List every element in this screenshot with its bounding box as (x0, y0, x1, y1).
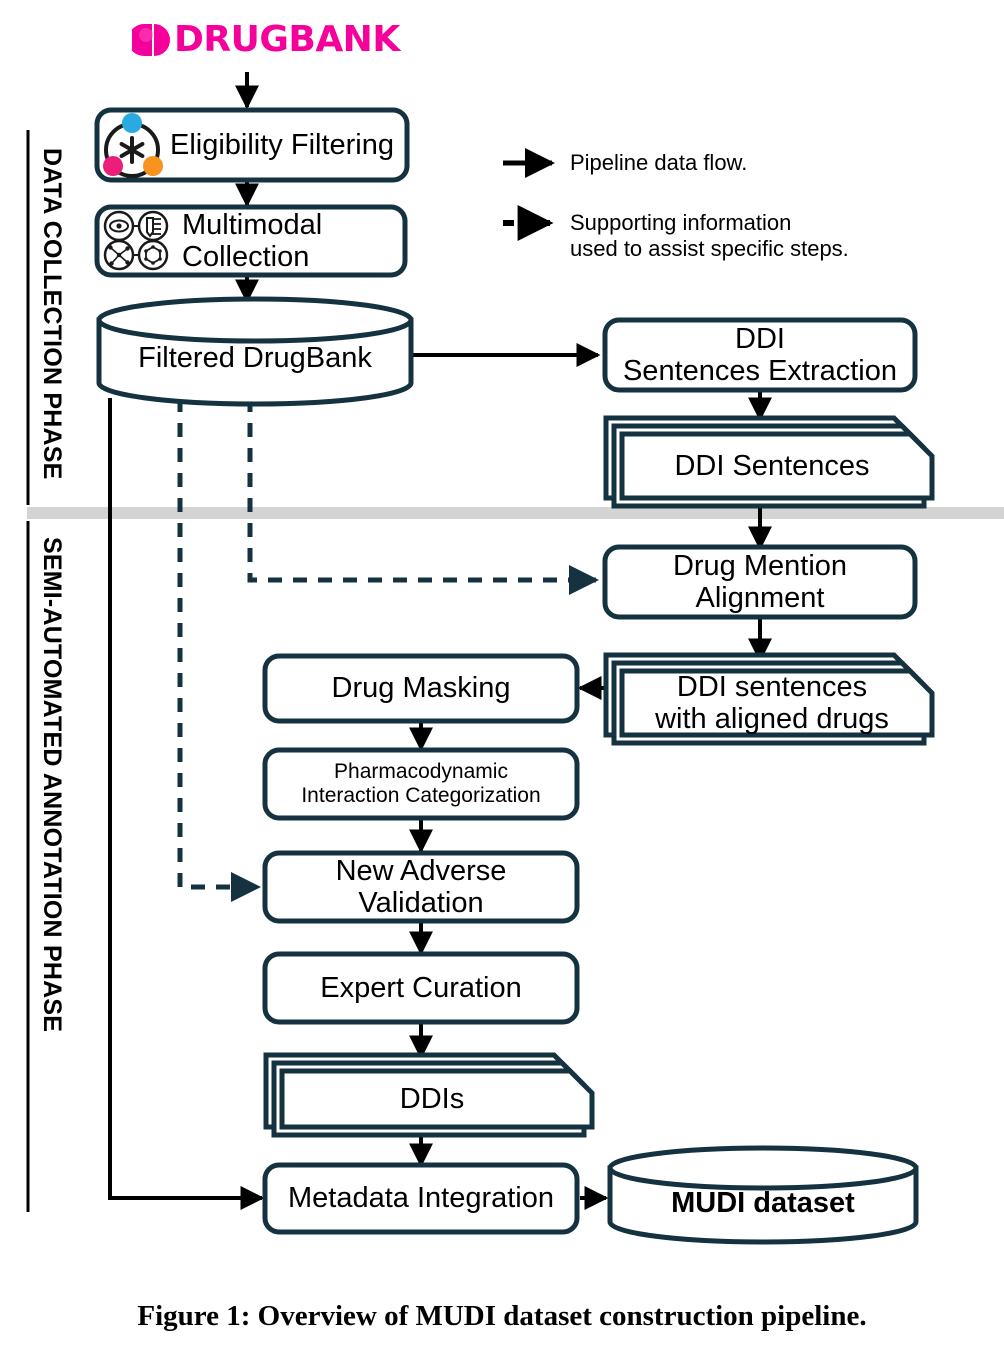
drugbank-pill-icon (132, 24, 170, 56)
eligibility-filter-icon (100, 113, 166, 179)
node-ddi-sentences-extraction[interactable] (602, 317, 918, 393)
node-expert-curation[interactable] (262, 951, 580, 1025)
drugbank-logo: DRUGBANK (132, 22, 400, 58)
node-ddi-sentences-aligned[interactable] (603, 652, 935, 746)
node-pd-interaction-categorization[interactable] (262, 747, 580, 821)
edge-filtered-to-alignment-dashed (247, 398, 599, 595)
edge-filtered-to-metadata (108, 398, 265, 1210)
node-metadata-integration[interactable] (262, 1162, 580, 1235)
node-drug-masking[interactable] (262, 653, 580, 724)
edge-filtered-to-newadverse-dashed (177, 398, 261, 902)
node-filtered-drugbank[interactable] (96, 296, 414, 407)
node-eligibility-filtering[interactable] (94, 107, 410, 183)
figure-caption: Figure 1: Overview of MUDI dataset const… (137, 1300, 867, 1332)
node-drug-mention-alignment[interactable] (602, 544, 918, 620)
node-mudi-dataset[interactable] (607, 1145, 919, 1245)
drugbank-wordmark: DRUGBANK (174, 19, 400, 60)
legend-label-supporting-info: Supporting information used to assist sp… (570, 210, 849, 262)
phase-label-data-collection: DATA COLLECTION PHASE (38, 148, 66, 480)
multimodal-icon (100, 210, 176, 272)
legend-label-pipeline-flow: Pipeline data flow. (570, 150, 748, 175)
phase-divider-band (27, 507, 1004, 519)
node-new-adverse-validation[interactable] (262, 850, 580, 924)
phase-label-semi-automated: SEMI-AUTOMATED ANNOTATION PHASE (38, 537, 66, 1033)
node-ddis[interactable] (263, 1052, 595, 1138)
node-ddi-sentences[interactable] (603, 415, 935, 509)
